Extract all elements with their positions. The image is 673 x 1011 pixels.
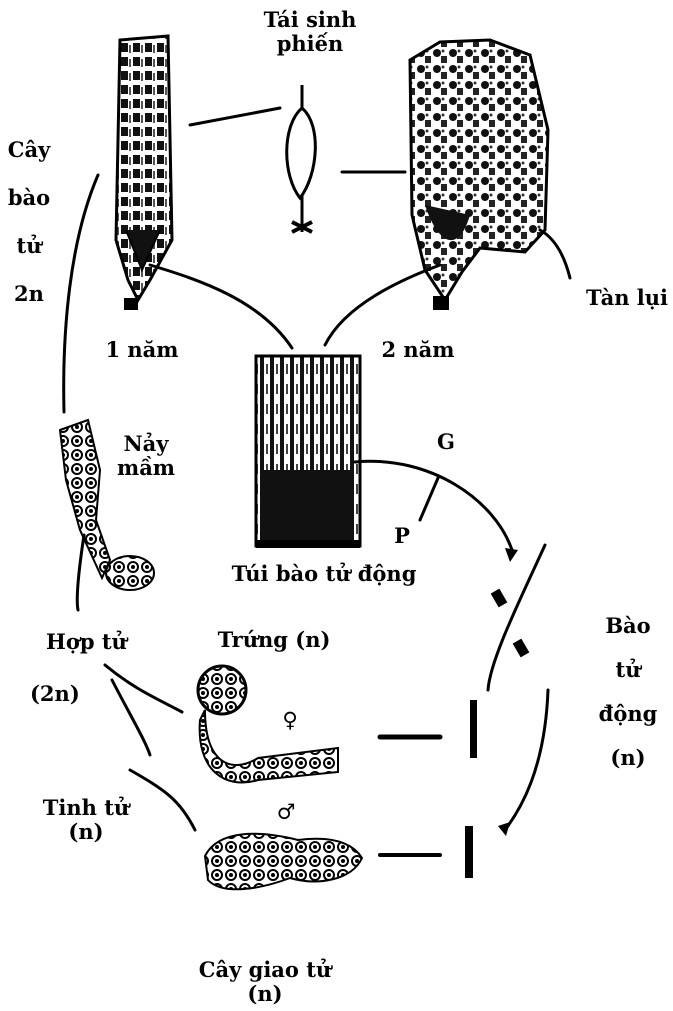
label-egg: Trứng (n) (214, 628, 334, 652)
label-zoosporangium: Túi bào tử động (224, 562, 424, 586)
sperm-line-1: Tinh tử (36, 796, 136, 820)
zoospore-line-1: Bào (596, 604, 660, 648)
label-male-symbol: ♂ (276, 800, 296, 824)
arrowheads (498, 548, 518, 836)
label-zygote-ploidy: (2n) (30, 682, 80, 706)
label-1-year: 1 năm (102, 338, 182, 362)
label-zygote-name: Hợp tử (46, 630, 127, 654)
gametophyte-line-2: (n) (190, 982, 340, 1006)
label-sporophyte: Cây bào tử 2n (4, 126, 54, 318)
germinate-line-1: Nảy (114, 432, 178, 456)
sporophyte-line-3: tử (4, 222, 54, 270)
label-zoospore: Bào tử động (n) (596, 604, 660, 780)
zoospore-line-4: (n) (596, 736, 660, 780)
regen-line-1: Tái sinh (260, 8, 360, 32)
male-gametophyte (205, 834, 362, 889)
sperm-line-2: (n) (36, 820, 136, 844)
label-decay: Tàn lụi (584, 286, 670, 310)
label-germination: Nảy mầm (114, 432, 178, 480)
regen-line-2: phiến (260, 32, 360, 56)
sporophyte-line-1: Cây (4, 126, 54, 174)
zoospore-line-2: tử (596, 648, 660, 692)
label-2-years: 2 năm (378, 338, 458, 362)
label-sperm: Tinh tử (n) (36, 796, 136, 844)
label-p: P (390, 524, 414, 548)
regenerating-blade (287, 85, 316, 232)
label-gametophyte: Cây giao tử (n) (190, 958, 340, 1006)
zoosporangium-drawing (256, 356, 360, 548)
female-gametophyte (198, 666, 338, 783)
sporophyte-line-2: bào (4, 174, 54, 222)
label-regeneration: Tái sinh phiến (260, 8, 360, 56)
germinate-line-2: mầm (114, 456, 178, 480)
label-g: G (434, 430, 458, 454)
label-female-symbol: ♀ (280, 708, 300, 732)
zoospores (465, 589, 529, 878)
zoospore-line-3: động (596, 692, 660, 736)
sporophyte-line-4: 2n (4, 270, 54, 318)
gametophyte-line-1: Cây giao tử (190, 958, 340, 982)
